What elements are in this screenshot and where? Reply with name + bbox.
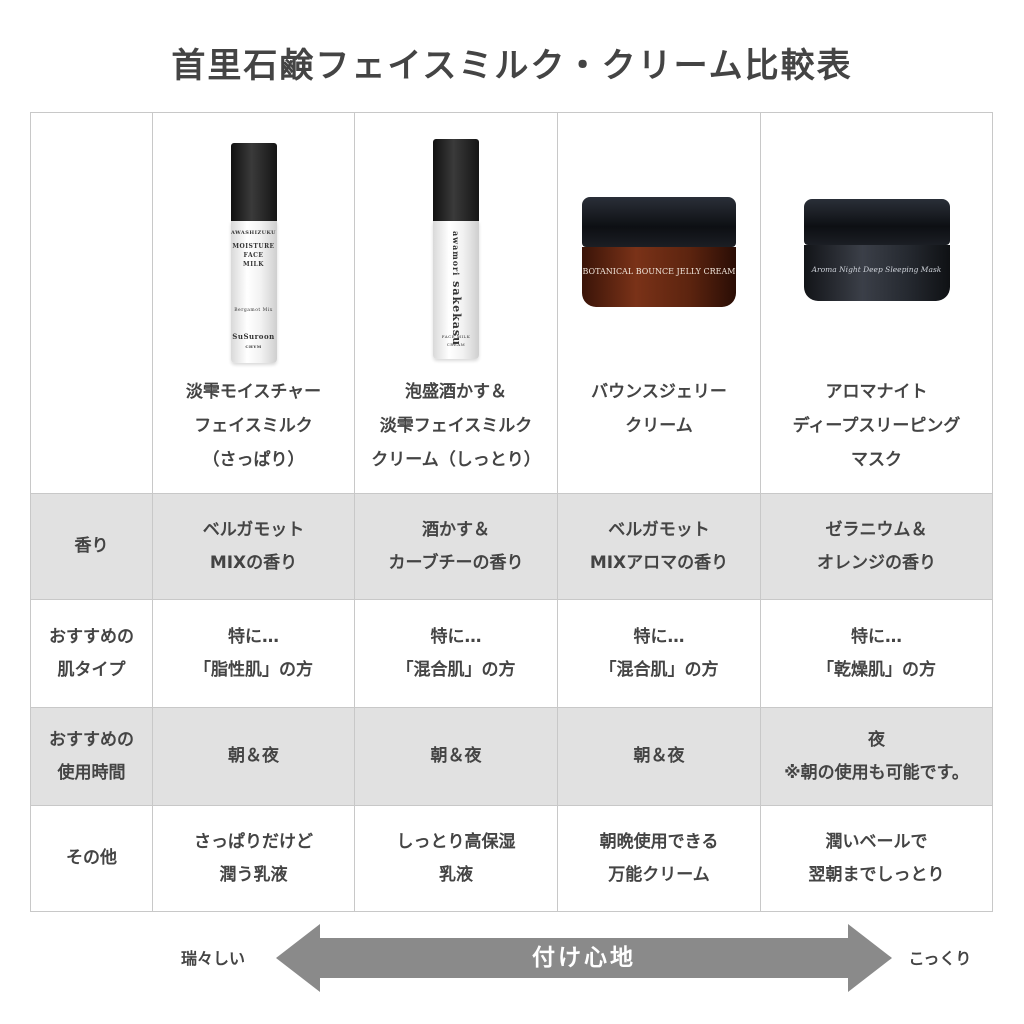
comparison-table: AWASHIZUKU MOISTURE FACE MILK Bergamot M… [30,112,993,912]
scale-center-label: 付け心地 [532,945,636,971]
product-cell-sakekasu: awamori sakekasu FACE MILK CREAM 泡盛酒かす＆ … [354,112,558,494]
corner-cell [30,112,153,494]
package-text: BOTANICAL BOUNCE JELLY CREAM [582,267,736,276]
package-text: FACE MILK CREAM [441,334,471,347]
row-header-scent: 香り [30,493,153,600]
product-row: AWASHIZUKU MOISTURE FACE MILK Bergamot M… [30,112,993,494]
product-name: バウンスジェリー クリーム [591,382,727,436]
product-cell-jelly-cream: BOTANICAL BOUNCE JELLY CREAM バウンスジェリー クリ… [557,112,761,494]
jelly-cream-jar-image: BOTANICAL BOUNCE JELLY CREAM [582,197,736,307]
sleeping-mask-jar-image: Aroma Night Deep Sleeping Mask [803,199,950,301]
scent-cell: ゼラニウム＆オレンジの香り [760,493,993,600]
scale-left-label: 瑞々しい [180,949,245,968]
package-text: AWASHIZUKU [230,230,277,236]
package-text: FACE [243,252,264,259]
usage-time-cell: 朝＆夜 [152,707,355,806]
other-cell: 潤いベールで翌朝までしっとり [760,805,993,912]
package-text: MILK [243,261,264,268]
package-text: Aroma Night Deep Sleeping Mask [811,265,942,274]
scent-cell: 酒かす＆カーブチーの香り [354,493,558,600]
scale-right-label: こっくり [908,949,972,968]
page-title: 首里石鹸フェイスミルク・クリーム比較表 [171,46,853,86]
row-header-skin-type: おすすめの肌タイプ [30,599,153,708]
other-row: その他 さっぱりだけど潤う乳液 しっとり高保湿乳液 朝晩使用できる万能クリーム … [30,805,993,912]
product-cell-face-milk: AWASHIZUKU MOISTURE FACE MILK Bergamot M… [152,112,355,494]
product-name: 泡盛酒かす＆ 淡雫フェイスミルク クリーム（しっとり） [371,382,541,470]
double-arrow-icon [276,924,892,992]
usage-time-cell: 朝＆夜 [557,707,761,806]
brand-logo: SuSuroon [232,332,275,341]
other-cell: さっぱりだけど潤う乳液 [152,805,355,912]
skin-type-cell: 特に…「脂性肌」の方 [152,599,355,708]
other-cell: 朝晩使用できる万能クリーム [557,805,761,912]
package-text: awamori sakekasu [450,231,463,347]
product-cell-sleeping-mask: Aroma Night Deep Sleeping Mask アロマナイト ディ… [760,112,993,494]
skin-type-row: おすすめの肌タイプ 特に…「脂性肌」の方 特に…「混合肌」の方 特に…「混合肌」… [30,599,993,708]
texture-scale-arrow: 付け心地 [276,924,892,992]
skin-type-cell: 特に…「乾燥肌」の方 [760,599,993,708]
other-cell: しっとり高保湿乳液 [354,805,558,912]
package-text: Bergamot Mix [234,308,273,313]
skin-type-cell: 特に…「混合肌」の方 [354,599,558,708]
package-text: MOISTURE [232,243,275,250]
usage-time-cell: 夜※朝の使用も可能です。 [760,707,993,806]
product-name: 淡雫モイスチャー フェイスミルク （さっぱり） [185,382,322,470]
usage-time-cell: 朝＆夜 [354,707,558,806]
row-header-other: その他 [30,805,153,912]
package-text: CHYM [245,344,262,349]
sakekasu-bottle-image: awamori sakekasu FACE MILK CREAM [433,139,479,359]
skin-type-cell: 特に…「混合肌」の方 [557,599,761,708]
usage-time-row: おすすめの使用時間 朝＆夜 朝＆夜 朝＆夜 夜※朝の使用も可能です。 [30,707,993,806]
face-milk-bottle-image: AWASHIZUKU MOISTURE FACE MILK Bergamot M… [230,143,277,363]
row-header-usage-time: おすすめの使用時間 [30,707,153,806]
product-name: アロマナイト ディープスリーピング マスク [792,382,961,470]
